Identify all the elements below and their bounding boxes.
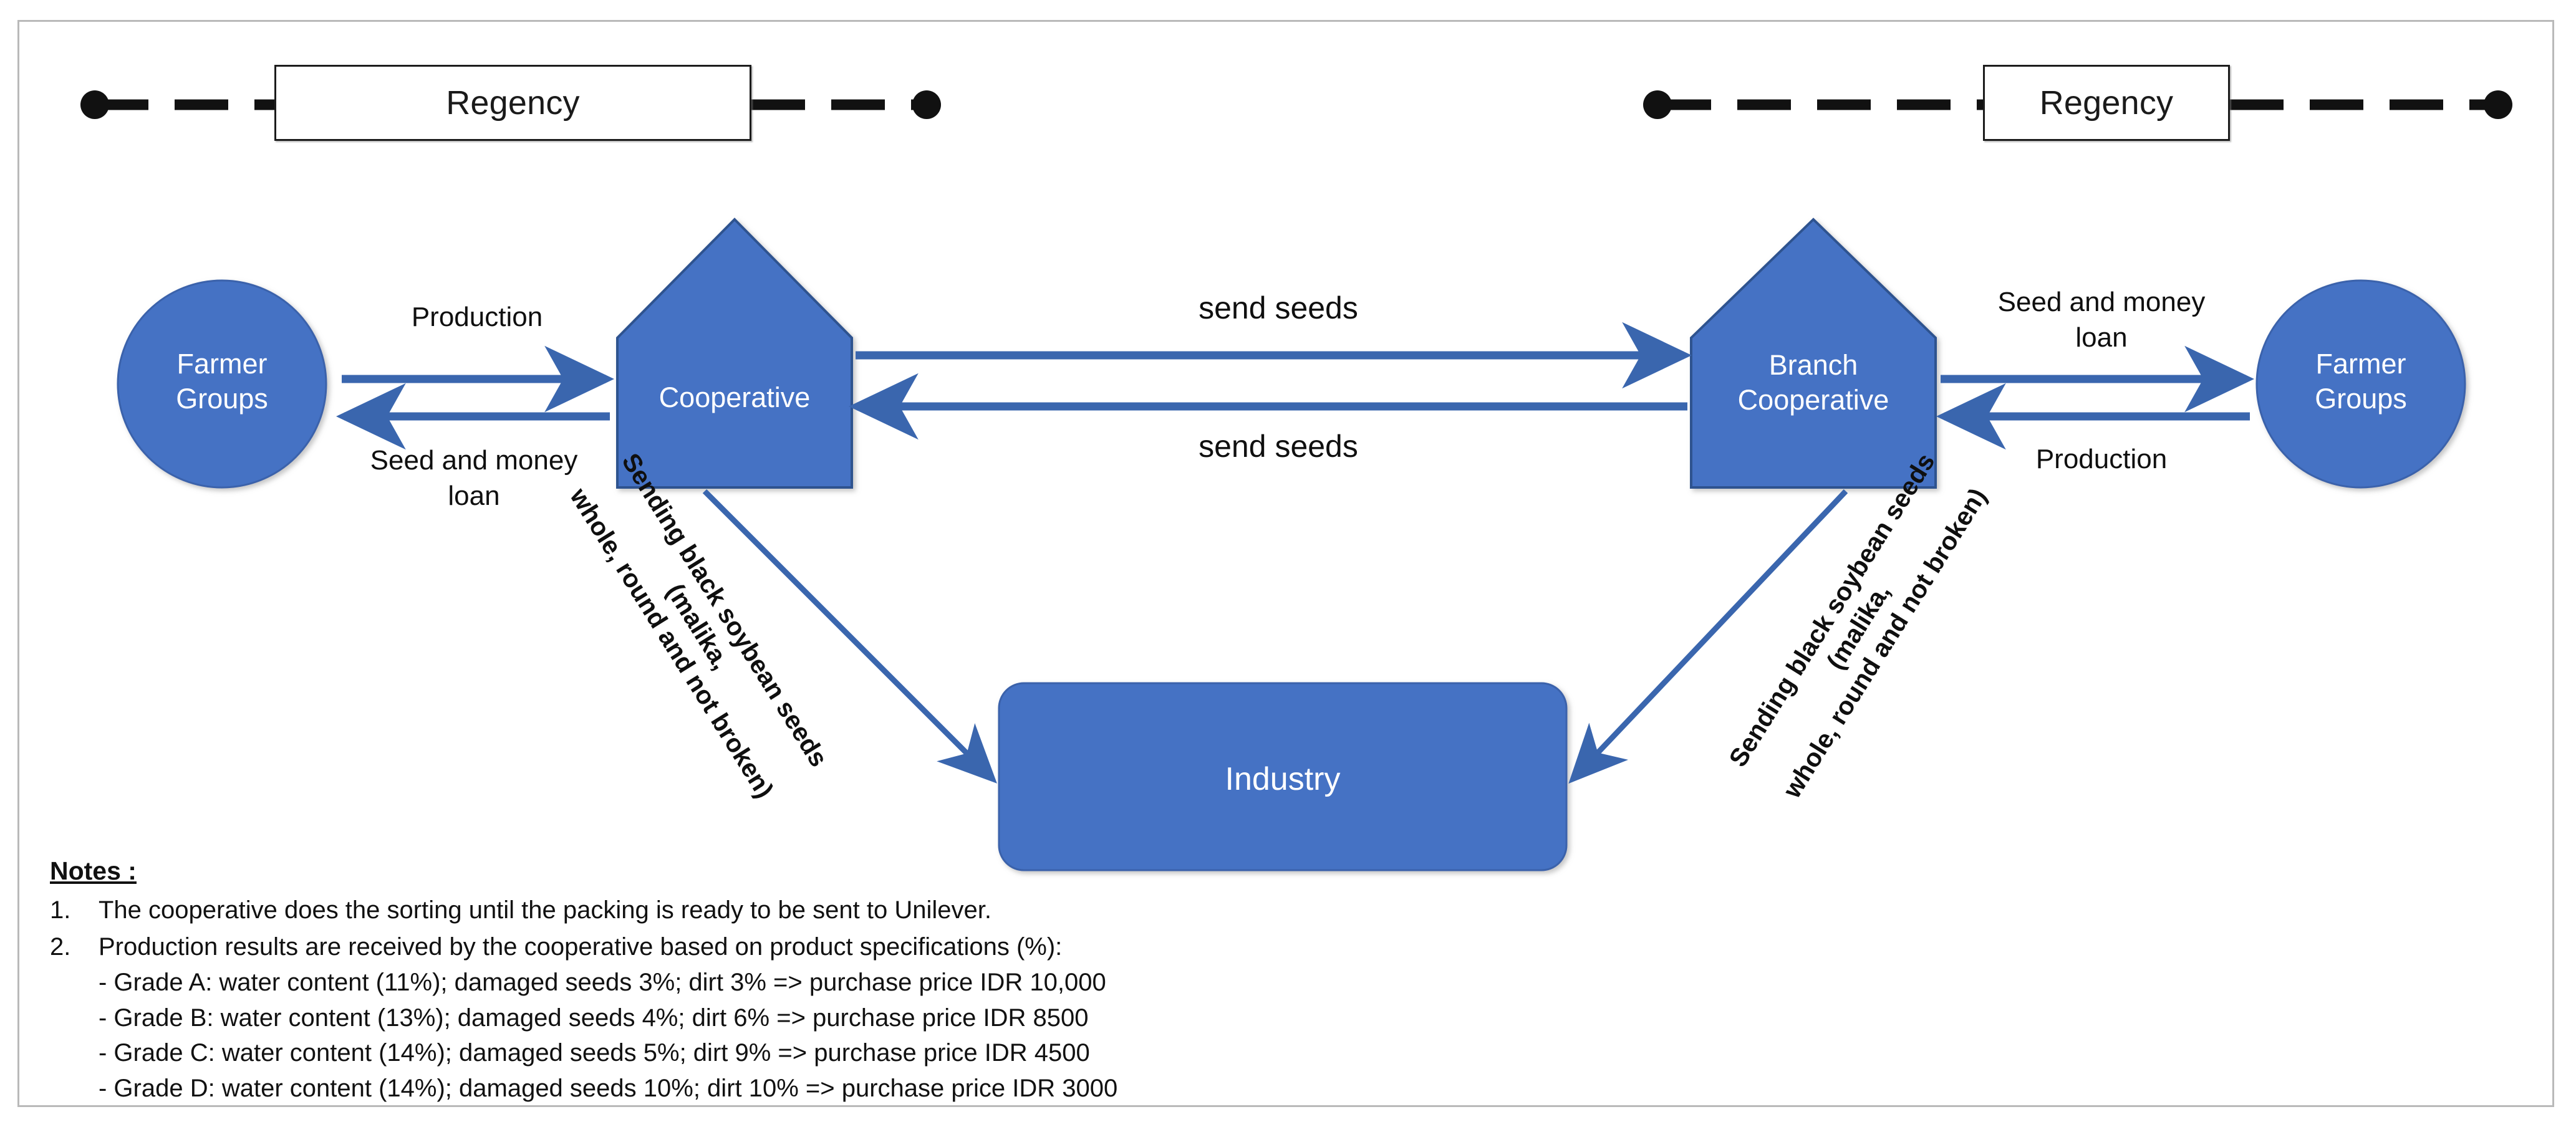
note-grade-b: - Grade B: water content (13%); damaged … bbox=[99, 1004, 1089, 1032]
regency-box-left[interactable]: Regency bbox=[274, 65, 751, 141]
flow-label-right-seed-money-loan: Seed and money loan bbox=[1997, 287, 2206, 353]
notes-block: Notes : 1. The cooperative does the sort… bbox=[50, 853, 1546, 1106]
note-number-1: 1. bbox=[50, 896, 71, 924]
node-cooperative[interactable] bbox=[616, 218, 853, 489]
note-item-2: 2. Production results are received by th… bbox=[50, 929, 1546, 965]
flow-label-center-send-seeds-bottom: send seeds bbox=[1199, 429, 1358, 464]
flow-label-right-production: Production bbox=[2035, 444, 2168, 474]
note-text-2: Production results are received by the c… bbox=[99, 933, 1063, 961]
note-item-1: 1. The cooperative does the sorting unti… bbox=[50, 893, 1546, 928]
flow-label-center-send-seeds-top: send seeds bbox=[1199, 290, 1358, 325]
regency-box-right[interactable]: Regency bbox=[1983, 65, 2230, 141]
notes-title-wrap: Notes : bbox=[50, 853, 1546, 891]
note-grade-c: - Grade C: water content (14%); damaged … bbox=[99, 1039, 1090, 1067]
diagram-outer-frame bbox=[17, 20, 2554, 1107]
regency-label-left: Regency bbox=[446, 84, 580, 122]
node-branch-cooperative[interactable] bbox=[1690, 218, 1937, 489]
arrow-cooperative-to-industry bbox=[702, 489, 997, 784]
note-text-1: The cooperative does the sorting until t… bbox=[99, 896, 991, 924]
arrow-branch-cooperative-to-industry bbox=[1568, 489, 1848, 784]
regency-dashed-line-right bbox=[1643, 90, 2512, 119]
flow-label-left-seed-money-loan: Seed and money loan bbox=[370, 445, 578, 512]
note-grade-d: - Grade D: water content (14%); damaged … bbox=[99, 1075, 1118, 1103]
node-industry[interactable] bbox=[998, 682, 1568, 871]
regency-dashed-line-left bbox=[80, 90, 941, 119]
regency-label-right: Regency bbox=[2039, 84, 2174, 122]
notes-title: Notes : bbox=[50, 856, 137, 885]
node-farmer-groups-right[interactable] bbox=[2255, 279, 2466, 489]
node-farmer-groups-left[interactable] bbox=[117, 279, 327, 489]
flow-label-left-production: Production bbox=[411, 302, 543, 332]
note-number-2: 2. bbox=[50, 933, 71, 961]
note-grade-a: - Grade A: water content (11%); damaged … bbox=[99, 968, 1106, 996]
